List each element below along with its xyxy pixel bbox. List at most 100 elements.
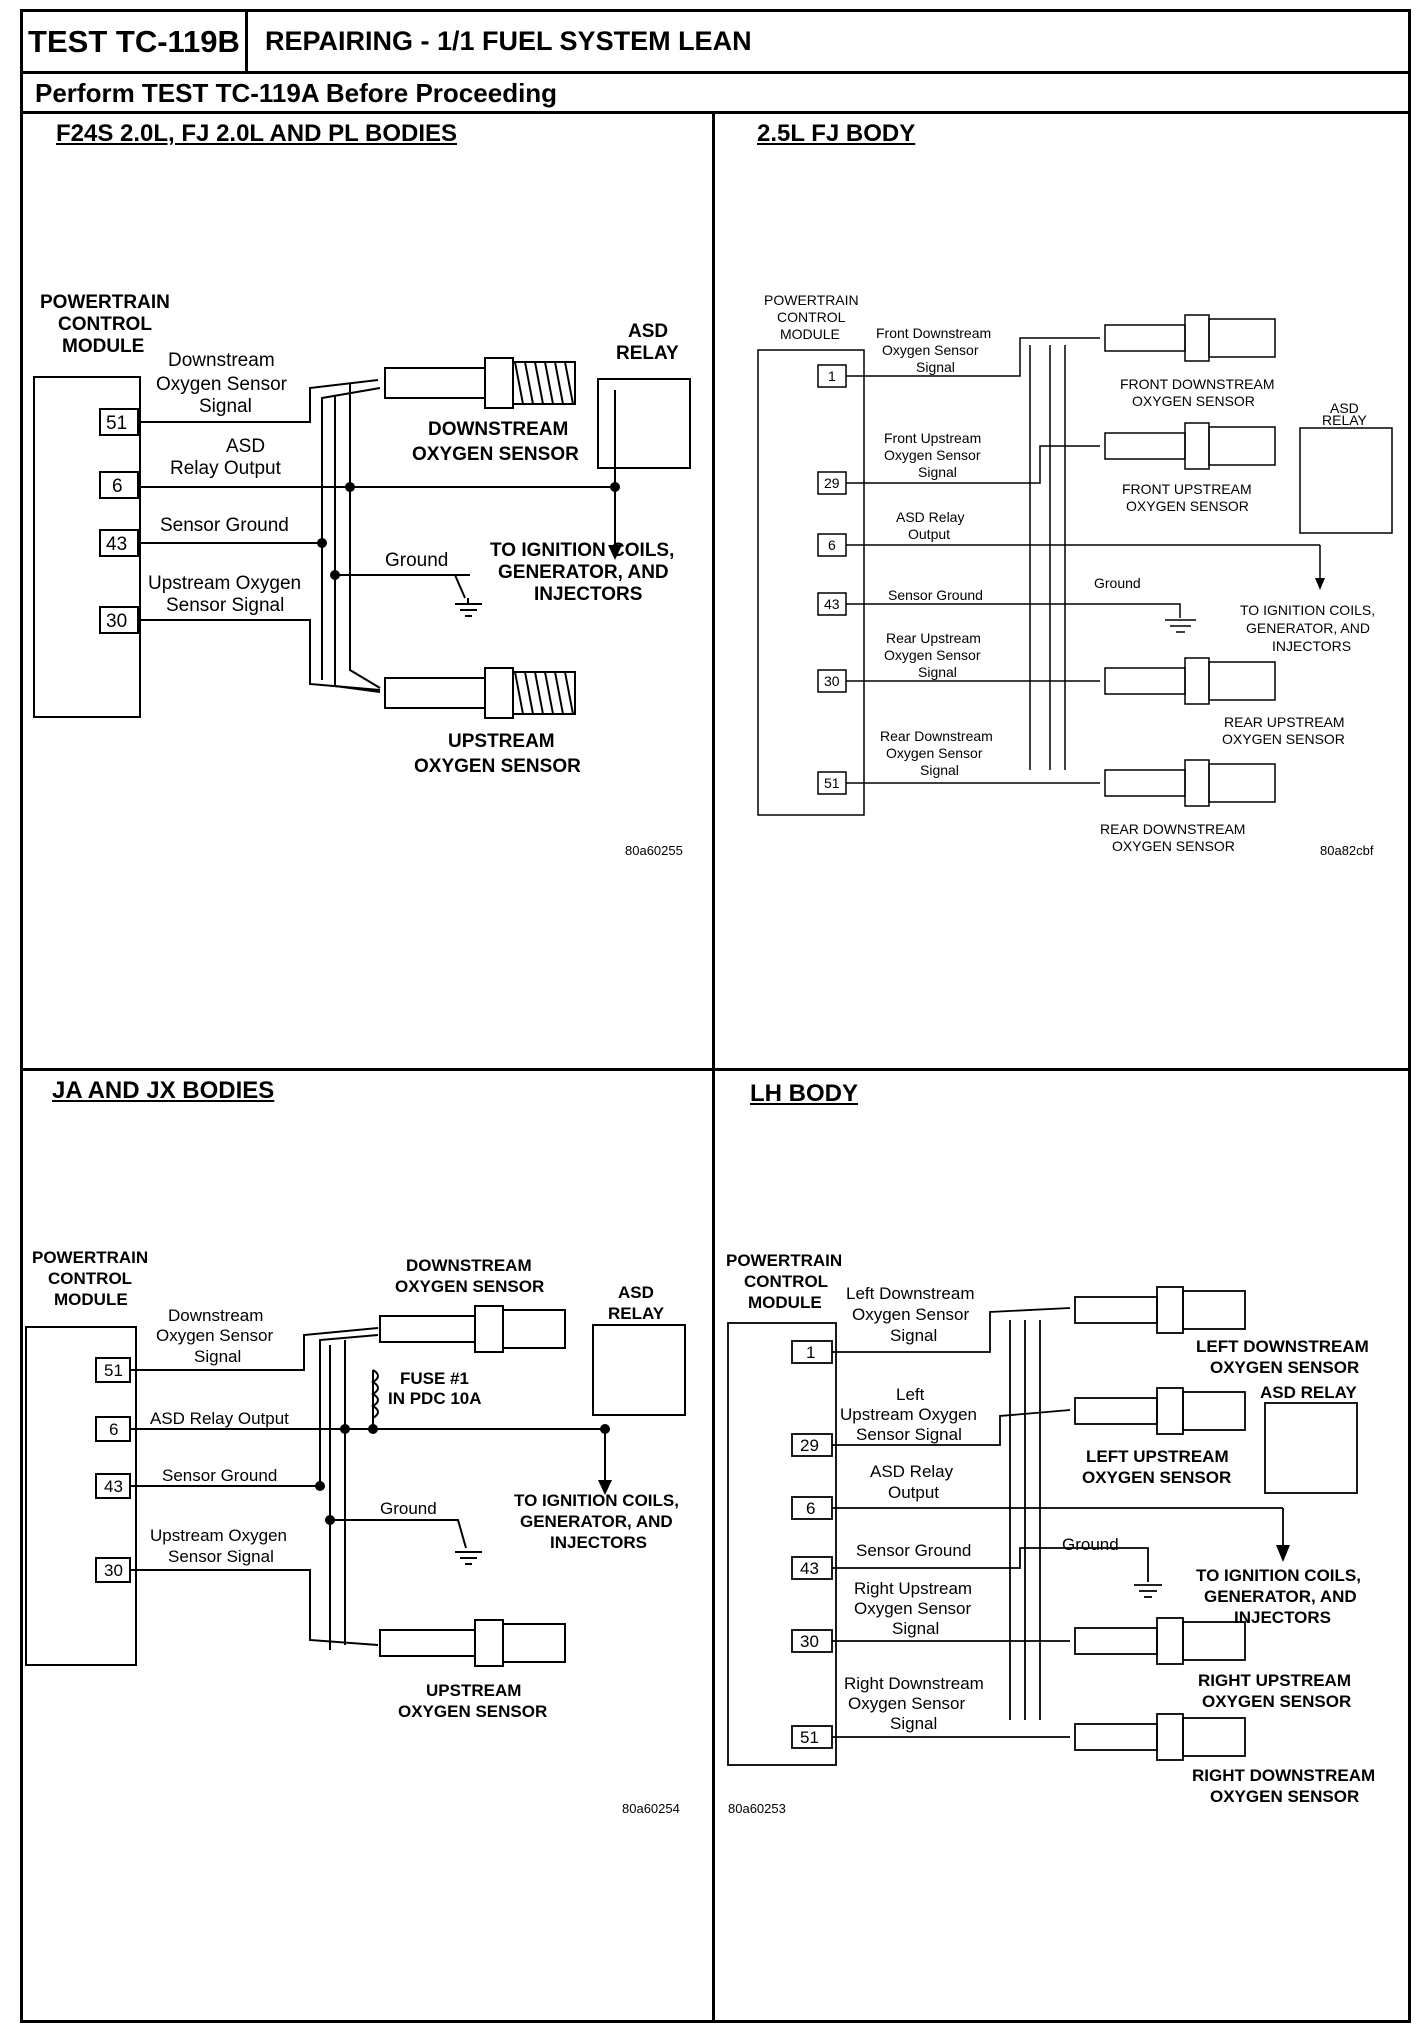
q1-wire-us-l1: Upstream Oxygen <box>148 573 301 594</box>
q3-relay-l2: RELAY <box>608 1304 665 1323</box>
q4-pcm-l1: POWERTRAIN <box>726 1251 842 1270</box>
q3-w1-l1: Downstream <box>168 1306 263 1325</box>
q1-title: F24S 2.0L, FJ 2.0L AND PL BODIES <box>56 120 458 147</box>
q4-pin-29: 29 <box>800 1436 819 1455</box>
q1-pin-51: 51 <box>106 413 127 434</box>
q2-w2-l1: Front Upstream <box>884 430 981 446</box>
q2-s2-l1: FRONT UPSTREAM <box>1122 481 1252 497</box>
q4-pcm-l3: MODULE <box>748 1293 822 1312</box>
q2-s1-l2: OXYGEN SENSOR <box>1132 393 1255 409</box>
q2-pin-30: 30 <box>824 673 840 689</box>
q3-w4-l1: Upstream Oxygen <box>150 1526 287 1545</box>
q4-ground-label: Ground <box>1062 1535 1119 1554</box>
q1-sensor-up-l1: UPSTREAM <box>448 731 555 752</box>
q4-pcm-l2: CONTROL <box>744 1272 828 1291</box>
q2-s4-l1: REAR DOWNSTREAM <box>1100 821 1245 837</box>
q3-coils-l3: INJECTORS <box>550 1533 647 1552</box>
q4-relay-l1: ASD RELAY <box>1260 1383 1357 1402</box>
q2-sensors <box>1104 314 1276 807</box>
q4-w1-l1: Left Downstream <box>846 1284 975 1303</box>
q1-coils-l2: GENERATOR, AND <box>498 562 669 583</box>
q2-diagram: POWERTRAIN CONTROL MODULE 1 29 6 43 30 5… <box>757 292 1393 858</box>
q1-ground-label: Ground <box>385 550 448 571</box>
q3-pin-43: 43 <box>104 1477 123 1496</box>
q3-w1-l2: Oxygen Sensor <box>156 1326 274 1345</box>
q1-diagram: POWERTRAIN CONTROL MODULE 51 6 43 30 Dow… <box>33 292 691 858</box>
q1-sensor-up-l2: OXYGEN SENSOR <box>414 756 581 777</box>
q3-pin-30: 30 <box>104 1561 123 1580</box>
subtitle-row: Perform TEST TC-119A Before Proceeding <box>20 71 1411 114</box>
q4-w2-l2: Upstream Oxygen <box>840 1405 977 1424</box>
q4-ground-symbol <box>1134 1584 1162 1598</box>
q4-w4-l1: Sensor Ground <box>856 1541 971 1560</box>
q2-figure-id: 80a82cbf <box>1320 843 1374 858</box>
q1-wire-ds-l3: Signal <box>199 396 252 417</box>
subtitle: Perform TEST TC-119A Before Proceeding <box>35 78 558 108</box>
q3-pcm-l1: POWERTRAIN <box>32 1248 148 1267</box>
q2-w4-l1: Sensor Ground <box>888 587 983 603</box>
q2-pin-29: 29 <box>824 475 840 491</box>
q1-pcm-l1: POWERTRAIN <box>40 292 170 313</box>
q3-fuse-l2: IN PDC 10A <box>388 1389 482 1408</box>
q2-w5-l1: Rear Upstream <box>886 630 981 646</box>
q4-w5-l2: Oxygen Sensor <box>854 1599 972 1618</box>
q3-pin-51: 51 <box>104 1361 123 1380</box>
q3-ground-label: Ground <box>380 1499 437 1518</box>
q3-sd-l2: OXYGEN SENSOR <box>395 1277 544 1296</box>
q1-relay-l1: ASD <box>628 321 668 342</box>
q4-sensors <box>1074 1286 1246 1761</box>
q1-wire-asd-l2: Relay Output <box>170 458 282 479</box>
q4-w3-l2: Output <box>888 1483 939 1502</box>
q2-w1-l2: Oxygen Sensor <box>882 342 979 358</box>
q1-coils-l3: INJECTORS <box>534 584 642 605</box>
q1-wire-us-l2: Sensor Signal <box>166 595 284 616</box>
q4-pin-51: 51 <box>800 1728 819 1747</box>
q2-s2-l2: OXYGEN SENSOR <box>1126 498 1249 514</box>
q4-s2-l1: LEFT UPSTREAM <box>1086 1447 1229 1466</box>
q4-pin-6: 6 <box>806 1499 815 1518</box>
q4-w5-l3: Signal <box>892 1619 939 1638</box>
q1-upstream-sensor <box>384 667 576 719</box>
q1-wire-asd-l1: ASD <box>226 436 265 457</box>
q4-coils-l1: TO IGNITION COILS, <box>1196 1566 1361 1585</box>
q3-w1-l3: Signal <box>194 1347 241 1366</box>
q1-relay-l2: RELAY <box>616 343 679 364</box>
q3-w3-l1: Sensor Ground <box>162 1466 277 1485</box>
q4-w6-l2: Oxygen Sensor <box>848 1694 966 1713</box>
q4-coils-l3: INJECTORS <box>1234 1608 1331 1627</box>
q4-s4-l1: RIGHT DOWNSTREAM <box>1192 1766 1375 1785</box>
q2-w6-l2: Oxygen Sensor <box>886 745 983 761</box>
q2-relay-l1: ASD <box>1330 400 1359 416</box>
test-id: TEST TC-119B <box>20 9 248 74</box>
q3-w4-l2: Sensor Signal <box>168 1547 274 1566</box>
q4-w6-l3: Signal <box>890 1714 937 1733</box>
q3-title: JA AND JX BODIES <box>52 1077 275 1104</box>
q3-sensors <box>379 1305 566 1667</box>
q2-title: 2.5L FJ BODY <box>757 120 916 147</box>
vertical-divider <box>712 111 715 2023</box>
q1-pcm-l3: MODULE <box>62 336 144 357</box>
q1-pcm-l2: CONTROL <box>58 314 152 335</box>
q4-pin-43: 43 <box>800 1559 819 1578</box>
q2-w2-l2: Oxygen Sensor <box>884 447 981 463</box>
q3-coils-l2: GENERATOR, AND <box>520 1512 673 1531</box>
q2-coils-l1: TO IGNITION COILS, <box>1240 602 1375 618</box>
q3-ground-symbol <box>455 1551 482 1565</box>
q2-w1-l3: Signal <box>916 359 955 375</box>
q1-sensor-down-l2: OXYGEN SENSOR <box>412 444 579 465</box>
q3-fuse-l1: FUSE #1 <box>400 1369 469 1388</box>
q3-diagram: POWERTRAIN CONTROL MODULE 51 6 43 30 Dow… <box>25 1248 686 1816</box>
q2-ground-label: Ground <box>1094 575 1141 591</box>
q2-pin-51: 51 <box>824 775 840 791</box>
q2-w5-l3: Signal <box>918 664 957 680</box>
q4-title: LH BODY <box>750 1080 858 1107</box>
q2-pin-43: 43 <box>824 596 840 612</box>
q4-coils-l2: GENERATOR, AND <box>1204 1587 1357 1606</box>
q1-downstream-sensor <box>384 357 576 409</box>
q4-s3-l2: OXYGEN SENSOR <box>1202 1692 1351 1711</box>
q1-wire-ds-l1: Downstream <box>168 350 275 371</box>
q2-coils-l2: GENERATOR, AND <box>1246 620 1370 636</box>
q3-su-l1: UPSTREAM <box>426 1681 521 1700</box>
q3-su-l2: OXYGEN SENSOR <box>398 1702 547 1721</box>
